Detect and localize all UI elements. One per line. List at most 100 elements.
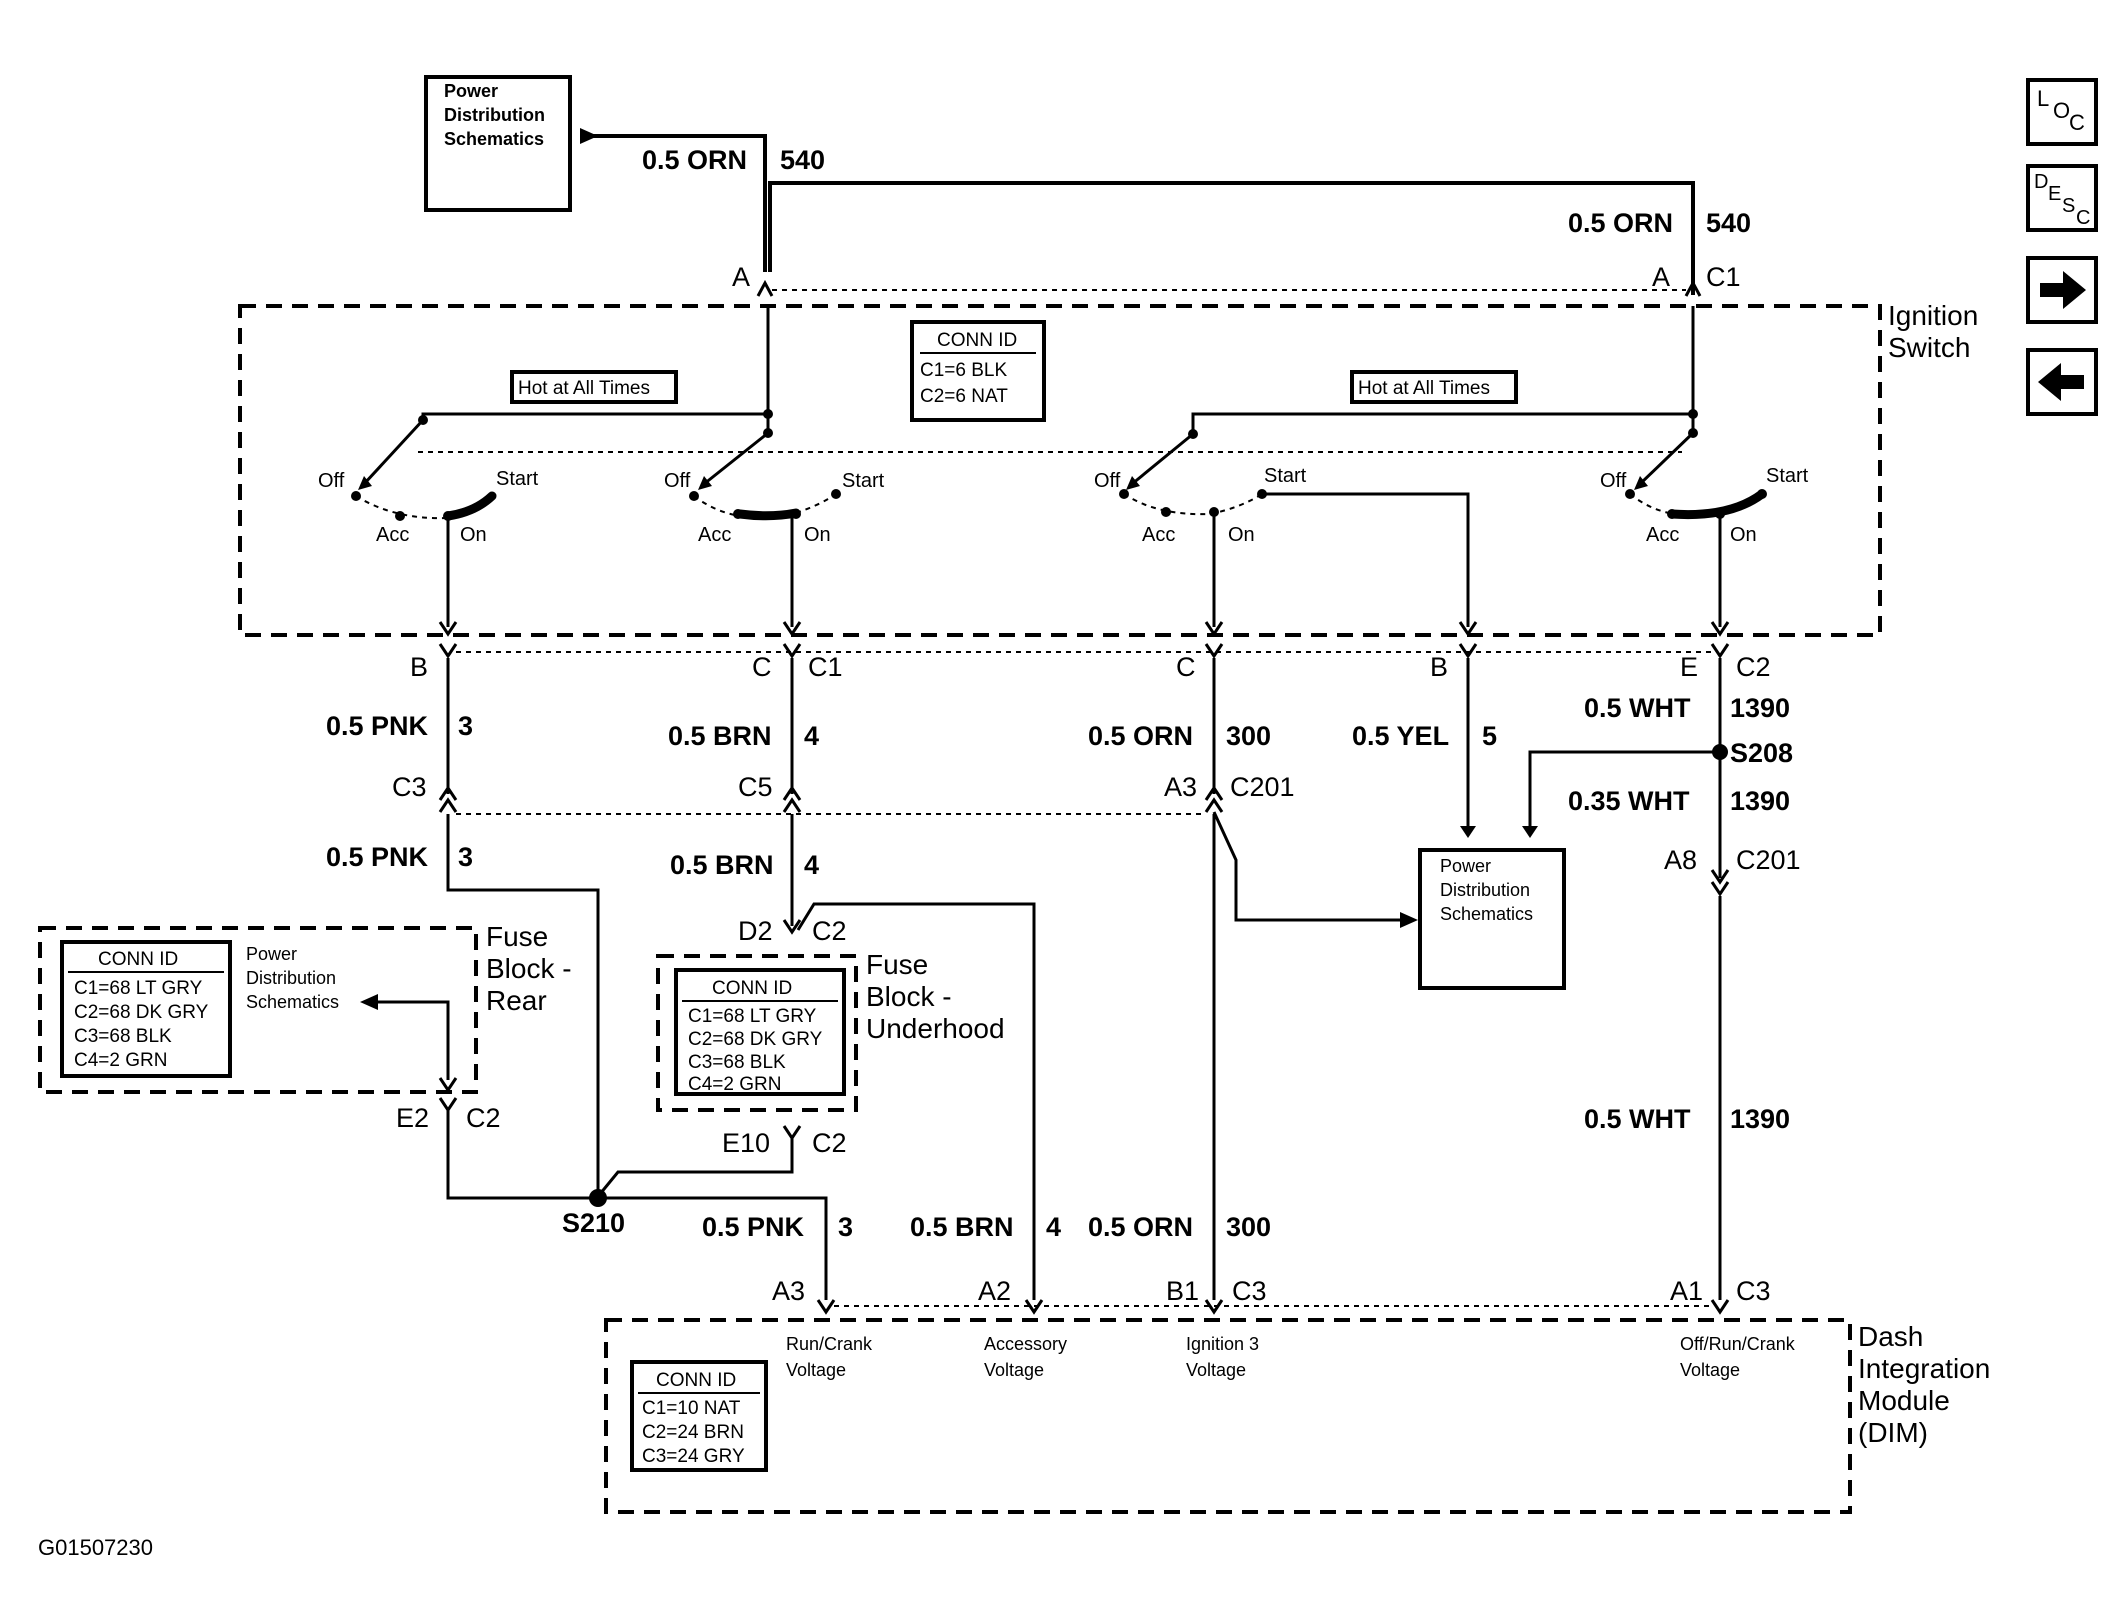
pin-label: A bbox=[1652, 262, 1670, 292]
svg-text:Block -: Block - bbox=[486, 953, 572, 984]
svg-text:CONN ID: CONN ID bbox=[98, 949, 178, 970]
svg-text:3: 3 bbox=[458, 842, 473, 872]
pds-box-right[interactable]: Power Distribution Schematics bbox=[1418, 848, 1566, 990]
svg-text:4: 4 bbox=[804, 850, 819, 880]
svg-text:3: 3 bbox=[458, 711, 473, 741]
svg-text:C3: C3 bbox=[1232, 1276, 1267, 1306]
desc-button[interactable]: D E S C bbox=[2026, 164, 2098, 232]
svg-text:C: C bbox=[2069, 110, 2085, 135]
loc-button[interactable]: L O C bbox=[2026, 78, 2098, 146]
ignition-switch: Ignition Switch CONN ID C1=6 BLK C2=6 NA… bbox=[238, 300, 1978, 637]
svg-text:Start: Start bbox=[1264, 465, 1307, 487]
svg-text:Hot at All Times: Hot at All Times bbox=[518, 378, 650, 399]
svg-text:Start: Start bbox=[496, 468, 539, 490]
svg-text:On: On bbox=[460, 524, 487, 546]
svg-text:Power: Power bbox=[1440, 856, 1491, 876]
svg-text:D2: D2 bbox=[738, 916, 773, 946]
svg-text:B: B bbox=[1430, 652, 1448, 682]
svg-text:Acc: Acc bbox=[698, 524, 731, 546]
svg-text:C3=68 BLK: C3=68 BLK bbox=[74, 1026, 172, 1047]
svg-text:C3=24 GRY: C3=24 GRY bbox=[642, 1446, 745, 1467]
svg-text:300: 300 bbox=[1226, 721, 1271, 751]
svg-text:0.5 PNK: 0.5 PNK bbox=[326, 842, 429, 872]
svg-text:C4=2 GRN: C4=2 GRN bbox=[74, 1050, 167, 1071]
svg-text:Distribution: Distribution bbox=[1440, 880, 1530, 900]
svg-text:A2: A2 bbox=[978, 1276, 1011, 1306]
svg-text:C2: C2 bbox=[466, 1103, 501, 1133]
next-button[interactable] bbox=[2026, 256, 2098, 324]
svg-text:Schematics: Schematics bbox=[1440, 904, 1533, 924]
svg-text:Ignition 3: Ignition 3 bbox=[1186, 1334, 1259, 1354]
svg-text:Fuse: Fuse bbox=[486, 921, 548, 952]
svg-text:Ignition: Ignition bbox=[1888, 300, 1978, 331]
svg-text:0.5 YEL: 0.5 YEL bbox=[1352, 721, 1449, 751]
svg-text:C201: C201 bbox=[1736, 845, 1801, 875]
svg-text:C: C bbox=[752, 652, 772, 682]
svg-text:On: On bbox=[1228, 524, 1255, 546]
svg-text:C2: C2 bbox=[812, 1128, 847, 1158]
svg-text:(DIM): (DIM) bbox=[1858, 1417, 1928, 1448]
svg-text:Integration: Integration bbox=[1858, 1353, 1990, 1384]
back-button[interactable] bbox=[2026, 348, 2098, 416]
svg-text:C3: C3 bbox=[392, 772, 427, 802]
svg-text:Off: Off bbox=[1600, 470, 1627, 492]
svg-text:Voltage: Voltage bbox=[1186, 1360, 1246, 1380]
svg-text:Hot at All Times: Hot at All Times bbox=[1358, 378, 1490, 399]
svg-text:CONN ID: CONN ID bbox=[937, 330, 1017, 351]
svg-text:Switch: Switch bbox=[1888, 332, 1970, 363]
conn-id-dim: CONN ID C1=10 NAT C2=24 BRN C3=24 GRY bbox=[630, 1360, 768, 1472]
svg-text:Schematics: Schematics bbox=[246, 992, 339, 1012]
pds-box-rear[interactable]: Power Distribution Schematics bbox=[246, 944, 339, 1012]
circuit-number: 540 bbox=[1706, 208, 1751, 238]
svg-text:C2: C2 bbox=[812, 916, 847, 946]
svg-text:0.35 WHT: 0.35 WHT bbox=[1568, 786, 1690, 816]
svg-text:Distribution: Distribution bbox=[444, 105, 545, 125]
svg-text:On: On bbox=[1730, 524, 1757, 546]
pds-box-top[interactable]: Power Distribution Schematics bbox=[424, 75, 572, 212]
svg-text:C1=10 NAT: C1=10 NAT bbox=[642, 1398, 741, 1419]
svg-text:CONN ID: CONN ID bbox=[656, 1370, 736, 1391]
hot-at-all-times-right: Hot at All Times bbox=[1350, 370, 1518, 404]
pin-label: A bbox=[732, 262, 750, 292]
switch-contact-1: Off Acc On Start bbox=[318, 415, 539, 637]
svg-text:C2=68 DK GRY: C2=68 DK GRY bbox=[74, 1002, 209, 1023]
dash-integration-module: Dash Integration Module (DIM) CONN ID C1… bbox=[604, 1318, 1990, 1514]
fuse-block-underhood: Fuse Block - Underhood CONN ID C1=68 LT … bbox=[656, 949, 1005, 1112]
svg-text:Voltage: Voltage bbox=[1680, 1360, 1740, 1380]
svg-text:C201: C201 bbox=[1230, 772, 1295, 802]
hot-at-all-times-left: Hot at All Times bbox=[510, 370, 678, 404]
svg-text:Rear: Rear bbox=[486, 985, 547, 1016]
svg-text:300: 300 bbox=[1226, 1212, 1271, 1242]
figure-id: G01507230 bbox=[38, 1535, 153, 1560]
svg-text:B: B bbox=[410, 652, 428, 682]
svg-text:0.5 PNK: 0.5 PNK bbox=[326, 711, 429, 741]
svg-text:3: 3 bbox=[838, 1212, 853, 1242]
wire-color-label: 0.5 ORN bbox=[642, 145, 747, 175]
svg-text:1390: 1390 bbox=[1730, 786, 1790, 816]
svg-text:C1=68 LT GRY: C1=68 LT GRY bbox=[74, 978, 203, 999]
svg-text:5: 5 bbox=[1482, 721, 1497, 751]
svg-text:Acc: Acc bbox=[1142, 524, 1175, 546]
svg-text:Fuse: Fuse bbox=[866, 949, 928, 980]
conn-id-ignition: CONN ID C1=6 BLK C2=6 NAT bbox=[910, 320, 1046, 422]
svg-text:Off: Off bbox=[318, 470, 345, 492]
switch-contact-4: Off Acc On Start bbox=[1600, 428, 1809, 637]
svg-text:0.5 BRN: 0.5 BRN bbox=[910, 1212, 1014, 1242]
svg-text:0.5 WHT: 0.5 WHT bbox=[1584, 693, 1691, 723]
svg-text:C2=24 BRN: C2=24 BRN bbox=[642, 1422, 744, 1443]
svg-text:0.5 ORN: 0.5 ORN bbox=[1088, 721, 1193, 751]
svg-text:E10: E10 bbox=[722, 1128, 770, 1158]
svg-text:Run/Crank: Run/Crank bbox=[786, 1334, 873, 1354]
svg-text:CONN ID: CONN ID bbox=[712, 978, 792, 999]
svg-text:Schematics: Schematics bbox=[444, 129, 544, 149]
wire-color-label: 0.5 ORN bbox=[1568, 208, 1673, 238]
conn-id-fuse-underhood: CONN ID C1=68 LT GRY C2=68 DK GRY C3=68 … bbox=[674, 968, 846, 1096]
circuit-number: 540 bbox=[780, 145, 825, 175]
svg-text:Power: Power bbox=[246, 944, 297, 964]
svg-text:Accessory: Accessory bbox=[984, 1334, 1067, 1354]
svg-text:0.5 BRN: 0.5 BRN bbox=[670, 850, 774, 880]
svg-text:0.5 BRN: 0.5 BRN bbox=[668, 721, 772, 751]
svg-text:A3: A3 bbox=[772, 1276, 805, 1306]
svg-text:C: C bbox=[2076, 207, 2090, 229]
